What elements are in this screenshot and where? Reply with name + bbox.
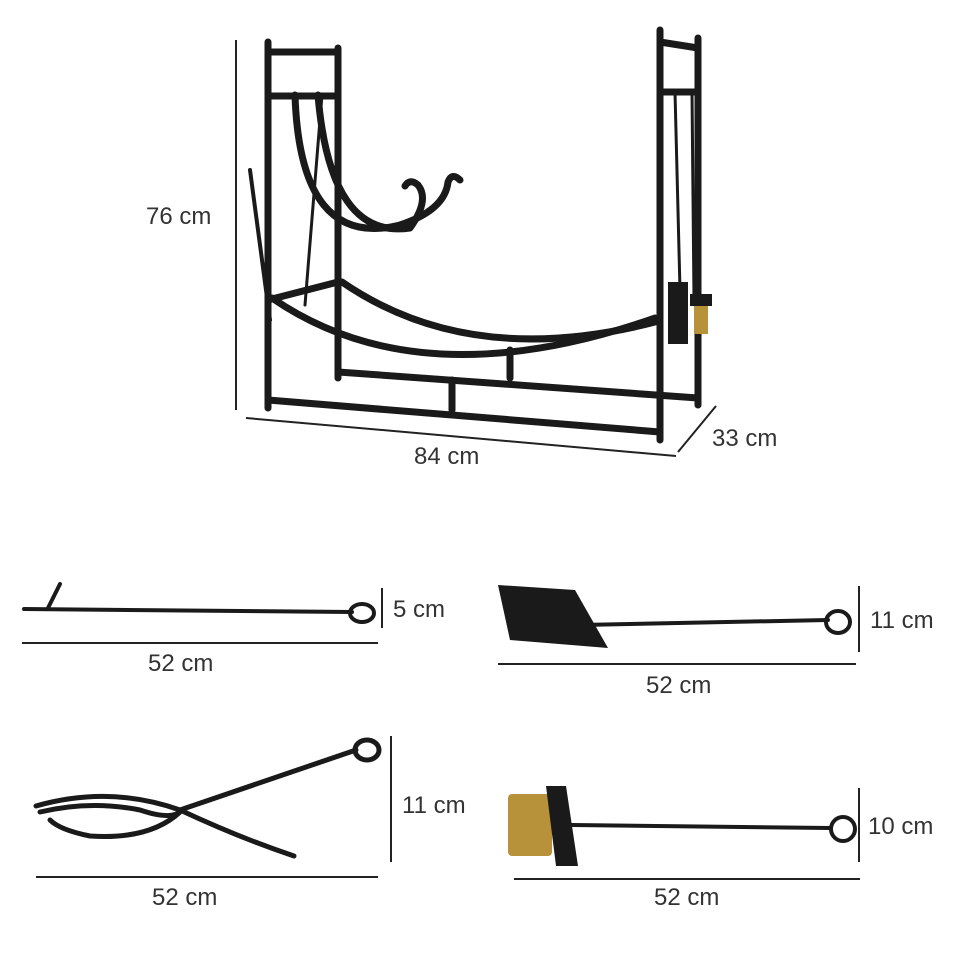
tongs-illustration [33, 737, 382, 859]
depth-dimension-line [677, 405, 717, 453]
shovel-height-label: 11 cm [870, 607, 934, 634]
brush-illustration [508, 786, 857, 866]
rack-width-label: 84 cm [414, 443, 479, 470]
rack-height-label: 76 cm [146, 203, 211, 230]
brush-height-label: 10 cm [868, 813, 933, 840]
log-rack-illustration [248, 26, 712, 444]
rack-depth-label: 33 cm [712, 425, 777, 452]
poker-illustration [22, 582, 376, 624]
shovel-illustration [498, 585, 852, 648]
width-dimension-line [245, 417, 677, 457]
poker-length-label: 52 cm [148, 650, 213, 677]
tongs-length-label: 52 cm [152, 884, 217, 911]
shovel-length-label: 52 cm [646, 672, 711, 699]
tongs-height-label: 11 cm [402, 792, 466, 819]
poker-height-label: 5 cm [393, 596, 445, 623]
brush-length-label: 52 cm [654, 884, 719, 911]
